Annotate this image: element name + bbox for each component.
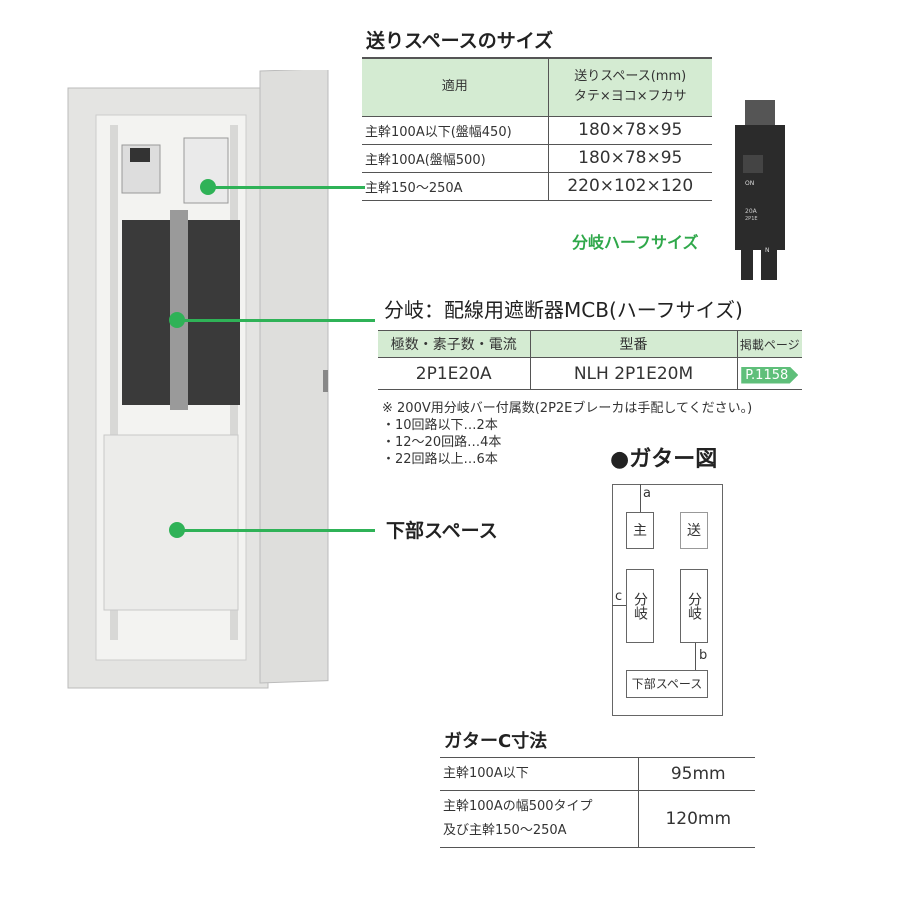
apply-cell: 主幹150～250A [362,172,549,201]
breaker-type-label: 2P1E [745,216,758,222]
col-page: 掲載ページ [736,330,802,358]
size-cell: 180×78×95 [548,144,712,173]
apply-cell: 主幹100A以下 [440,757,638,791]
col-spec: 極数・素子数・電流 [378,330,531,358]
note: ・22回路以上…6本 [382,452,498,467]
breaker-rating-label: 20A [745,208,758,215]
apply-cell-line1: 主幹100Aの幅500タイプ [443,799,593,814]
size-cell: 180×78×95 [548,116,712,145]
apply-cell-line2: 及び主幹150～250A [443,823,567,838]
branch-title: 分岐：配線用遮断器MCB(ハーフサイズ) [384,298,743,322]
diagram-lower-space: 下部スペース [626,670,708,698]
note: ・12～20回路…4本 [382,435,502,450]
callout-line-branch [177,319,375,322]
col-send-size-line2: タテ×ヨコ×フカサ [573,89,687,105]
send-space-table: 適用 送りスペース(mm) タテ×ヨコ×フカサ 主幹100A以下(盤幅450)18… [362,57,712,201]
gutter-diagram-title: ●ガター図 [610,447,718,472]
col-apply: 適用 [362,58,549,117]
distribution-board-photo [67,70,329,689]
breaker-on-label: ON [745,180,754,187]
table-row: 主幹100A以下(盤幅450)180×78×95 [362,116,712,145]
diagram-branch-right: 分岐 [680,569,708,643]
apply-cell: 主幹100A(盤幅500) [362,144,549,173]
size-cell: 220×102×120 [548,172,712,201]
gutter-diagram [612,484,723,716]
breaker-caption: 分岐ハーフサイズ [572,233,699,252]
dimension-b-line [695,643,696,670]
col-model: 型番 [530,330,737,358]
col-send-size: 送りスペース(mm) タテ×ヨコ×フカサ [548,58,712,117]
dimension-c-line [612,605,626,606]
diagram-send: 送 [680,512,708,549]
branch-notes: ※ 200V用分岐バー付属数(2P2Eブレーカは手配してください。) ・10回路… [382,400,752,468]
callout-line-lower [177,529,375,532]
breaker-photo: ON 20A 2P1E N [735,100,785,280]
apply-cell: 主幹100A以下(盤幅450) [362,116,549,145]
dimension-a-label: a [643,486,651,501]
page-link[interactable]: P.1158 [741,366,799,384]
dimension-a-line [640,484,641,512]
model-cell: NLH 2P1E20M [530,357,737,390]
breaker-n-label: N [765,247,770,254]
diagram-branch-left: 分岐 [626,569,654,643]
dimension-b-label: b [699,648,708,663]
send-space-title: 送りスペースのサイズ [366,30,554,52]
gutter-c-title: ガターC寸法 [444,731,548,752]
diagram-main: 主 [626,512,654,549]
col-send-size-line1: 送りスペース(mm) [574,69,687,85]
callout-line-send [208,186,365,189]
value-cell: 95mm [637,757,755,791]
note: ※ 200V用分岐バー付属数(2P2Eブレーカは手配してください。) [382,401,753,416]
dimension-c-label: c [615,589,623,604]
value-cell: 120mm [637,790,755,848]
lower-space-label: 下部スペース [386,520,498,542]
spec-cell: 2P1E20A [378,357,531,390]
table-row: 主幹100Aの幅500タイプ及び主幹150～250A 120mm [440,790,755,848]
table-row: 主幹100A(盤幅500)180×78×95 [362,144,712,173]
note: ・10回路以下…2本 [382,418,498,433]
